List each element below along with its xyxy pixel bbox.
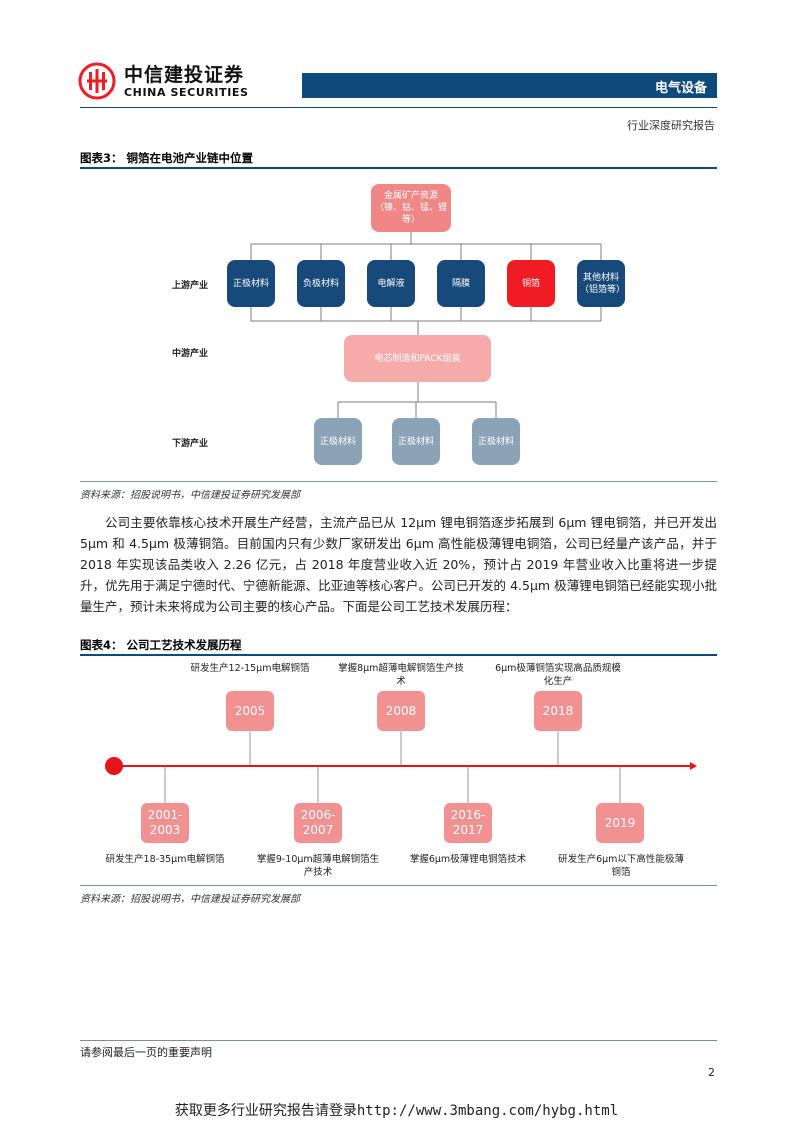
level-upstream: 上游产业 <box>172 281 209 291</box>
logo-chinese-name: 中信建投证券 <box>124 64 245 86</box>
event-2008-text: 掌握8μm超薄电解铜箔生产技术 <box>338 663 464 687</box>
event-2018-text: 6μm极薄铜箔实现高品质规模化生产 <box>495 663 621 687</box>
figure3-connectors <box>250 232 602 418</box>
figure3-title: 图表3： 铜箔在电池产业链中位置 <box>80 151 254 165</box>
node-separator: 隔膜 <box>437 260 485 307</box>
node-other-materials: 其他材料（铝箔等） <box>577 260 625 307</box>
sector-label: 电气设备 <box>654 81 707 96</box>
event-2001-text: 研发生产18-35μm电解铜箔 <box>105 854 225 865</box>
body-paragraph: 公司主要依靠核心技术开展生产经营，主流产品已从 12μm 锂电铜箔逐步拓展到 6… <box>80 515 717 614</box>
figure4-top-rule <box>80 654 717 656</box>
event-2016-text: 掌握6μm极薄锂电铜箔技术 <box>409 854 527 865</box>
event-2005-text: 研发生产12-15μm电解铜箔 <box>190 663 310 674</box>
node-cell-pack: 电芯制造和PACK组装 <box>344 335 491 382</box>
level-midstream: 中游产业 <box>172 349 209 359</box>
sector-bar: 电气设备 <box>302 73 717 98</box>
figure3-top-rule <box>80 167 717 169</box>
figure3-source: 资料来源：招股说明书，中信建投证券研究发展部 <box>80 490 300 501</box>
node-downstream-1: 正极材料 <box>314 418 362 465</box>
node-metal-resources: 金属矿产资源（镍、钴、锰、锂等） <box>371 184 451 232</box>
event-2001-year: 2001-2003 <box>141 803 189 843</box>
node-downstream-2: 正极材料 <box>392 418 440 465</box>
event-2006-text: 掌握9-10μm超薄电解铜箔生产技术 <box>256 854 380 878</box>
page-number: 2 <box>708 1066 715 1079</box>
timeline-start-dot <box>105 757 123 775</box>
footer-divider <box>80 1040 717 1041</box>
disclaimer-note: 请参阅最后一页的重要声明 <box>80 1046 212 1059</box>
level-downstream: 下游产业 <box>172 439 209 449</box>
header-divider <box>80 107 717 108</box>
node-cathode: 正极材料 <box>227 260 275 307</box>
event-2005-year: 2005 <box>226 691 274 731</box>
node-anode: 负极材料 <box>297 260 345 307</box>
logo-english-name: CHINA SECURITIES <box>124 86 249 99</box>
event-2016-year: 2016-2017 <box>444 803 492 843</box>
timeline-axis <box>105 730 697 803</box>
promo-link[interactable]: 获取更多行业研究报告请登录http://www.3mbang.com/hybg.… <box>174 1103 619 1119</box>
figure4-bottom-rule <box>80 885 717 886</box>
figure3-bottom-rule <box>80 481 717 482</box>
figure4-title: 图表4： 公司工艺技术发展历程 <box>80 638 242 652</box>
report-type: 行业深度研究报告 <box>627 119 715 132</box>
node-electrolyte: 电解液 <box>367 260 415 307</box>
event-2019-year: 2019 <box>596 803 644 843</box>
company-logo-icon <box>78 62 116 100</box>
event-2019-text: 研发生产6μm以下高性能极薄铜箔 <box>558 854 684 878</box>
event-2018-year: 2018 <box>534 691 582 731</box>
event-2008-year: 2008 <box>377 691 425 731</box>
event-2006-year: 2006-2007 <box>294 803 342 843</box>
node-downstream-3: 正极材料 <box>472 418 520 465</box>
figure4-source: 资料来源：招股说明书，中信建投证券研究发展部 <box>80 894 300 905</box>
node-copper-foil: 铜箔 <box>507 260 555 307</box>
